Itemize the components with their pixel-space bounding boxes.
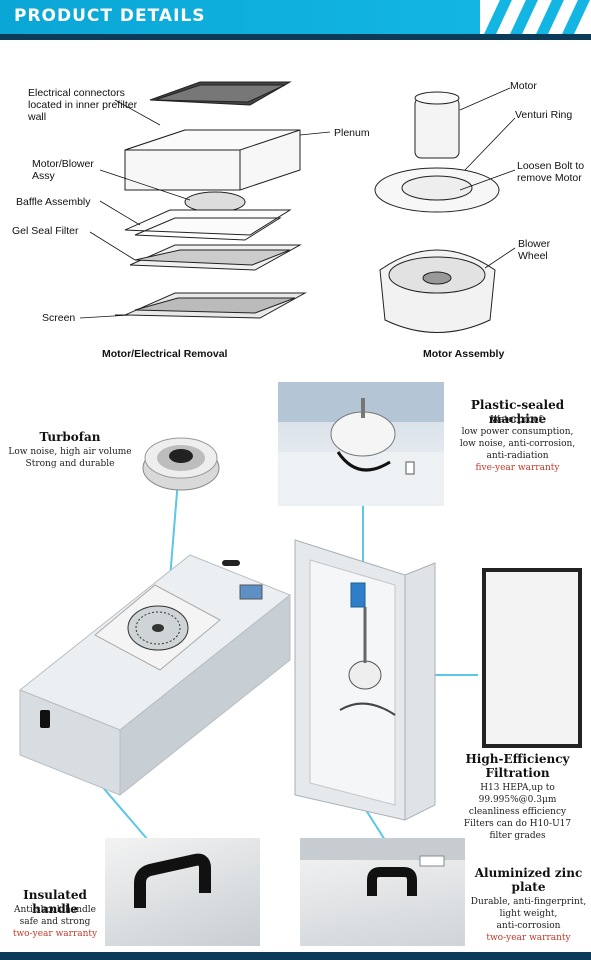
header-accent-bar (0, 0, 480, 34)
header-banner: PRODUCT DETAILS (0, 0, 591, 40)
plastic-sealed-warranty: five-year warranty (475, 463, 560, 473)
header-underline (0, 34, 591, 40)
turbofan-desc: Low noise, high air volume Strong and du… (0, 446, 140, 470)
plastic-sealed-desc-line: anti-radiation (486, 451, 549, 461)
hepa-filter-image (482, 568, 582, 748)
handle-title: Insulated handle (23, 888, 87, 916)
insulated-handle-image (105, 838, 260, 946)
zinc-plate-desc-line: anti-corrosion (496, 921, 561, 931)
footer-bar (0, 952, 591, 960)
zinc-plate-desc-line: light weight, (499, 909, 558, 919)
ffu-cabinet-image (294, 539, 436, 821)
label-motor-blower: Motor/Blower Assy (32, 158, 94, 182)
label-baffle-assembly: Baffle Assembly (16, 196, 91, 208)
plastic-sealed-desc: Waterproof, low power consumption, low n… (444, 414, 591, 474)
label-loosen-bolt: Loosen Bolt to remove Motor (517, 160, 585, 184)
plastic-sealed-title: Plastic-sealed machine (470, 398, 565, 426)
label-plenum: Plenum (334, 127, 370, 139)
handle-warranty: two-year warranty (12, 929, 98, 939)
filtration-desc-line: H13 HEPA,up to 99.995%@0.3μm (478, 783, 557, 805)
label-venturi-ring: Venturi Ring (515, 109, 573, 121)
plastic-sealed-motor-image (278, 382, 444, 506)
plastic-sealed-desc-line: low noise, anti-corrosion, (459, 439, 576, 449)
caption-motor-electrical-removal: Motor/Electrical Removal (102, 348, 228, 360)
ffu-unit-image (19, 554, 291, 797)
zinc-plate-desc: Durable, anti-fingerprint, light weight,… (466, 896, 591, 944)
filtration-desc-line: cleanliness efficiency (468, 807, 567, 817)
plastic-sealed-desc-line: low power consumption, (461, 427, 574, 437)
page-title: PRODUCT DETAILS (14, 6, 206, 26)
handle-desc-line: Anti-shock handle (14, 905, 96, 915)
exploded-diagram (79, 81, 331, 319)
zinc-plate-desc-line: Durable, anti-fingerprint, (470, 897, 587, 907)
handle-desc: Anti-shock handle safe and strong two-ye… (0, 904, 110, 940)
label-gel-seal-filter: Gel Seal Filter (12, 225, 79, 237)
filtration-title: High-Efficiency Filtration (465, 752, 570, 780)
turbofan-image (140, 418, 222, 498)
filtration-desc-line: filter grades (489, 831, 546, 841)
handle-desc-line: safe and strong (19, 917, 91, 927)
plastic-sealed-desc-line: Waterproof, (490, 415, 545, 425)
label-motor: Motor (510, 80, 537, 92)
filter-media (486, 572, 578, 744)
zinc-plate-image (300, 838, 465, 946)
zinc-plate-warranty: two-year warranty (486, 933, 571, 943)
caption-motor-assembly: Motor Assembly (423, 348, 505, 360)
filtration-desc-line: Filters can do H10-U17 (463, 819, 572, 829)
label-electrical-connectors: Electrical connectors located in inner p… (28, 87, 138, 123)
motor-assembly-diagram (374, 87, 516, 333)
turbofan-desc-line: Strong and durable (25, 459, 115, 469)
zinc-plate-title: Aluminized zinc plate (474, 866, 583, 894)
label-screen: Screen (42, 312, 76, 324)
label-blower-wheel: Blower Wheel (518, 238, 551, 262)
turbofan-title: Turbofan (39, 430, 101, 444)
filtration-desc: H13 HEPA,up to 99.995%@0.3μm cleanliness… (444, 782, 591, 842)
turbofan-desc-line: Low noise, high air volume (8, 447, 132, 457)
